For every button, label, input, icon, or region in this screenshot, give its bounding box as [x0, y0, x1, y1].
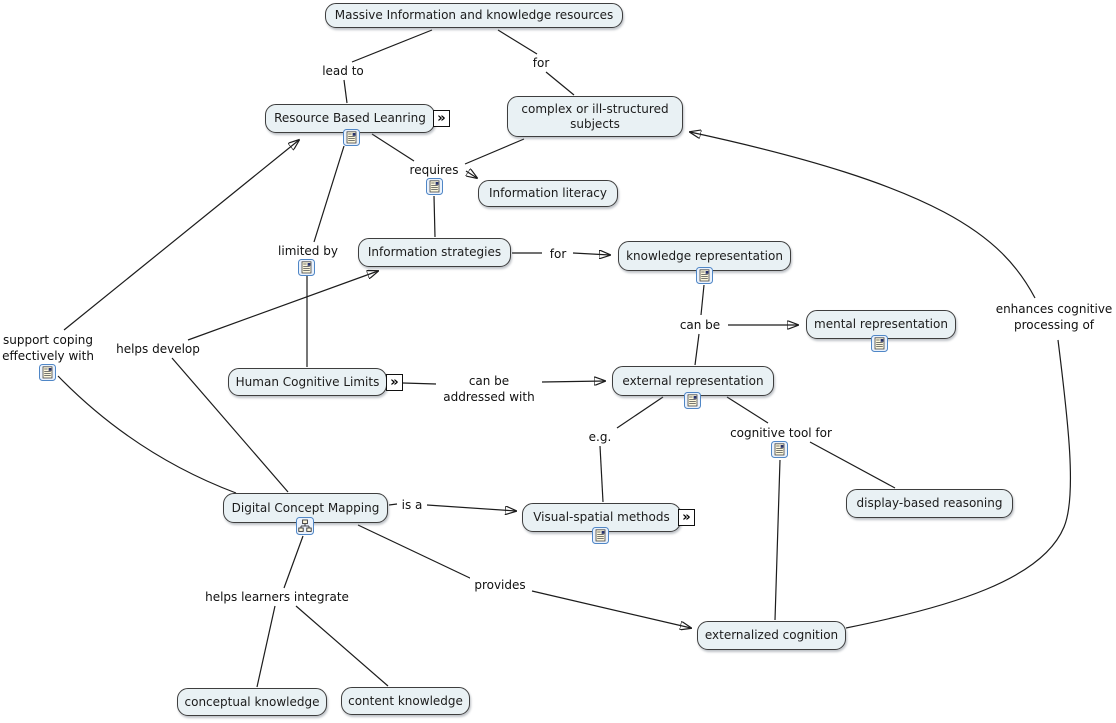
resource-icon-rbl[interactable]	[343, 129, 360, 146]
node-content-knowledge[interactable]: content knowledge	[341, 687, 470, 715]
edge-massive-to-for	[497, 29, 538, 55]
edge-dcm-to-helpslearners	[283, 535, 304, 589]
edge-provides-to-extcog	[531, 590, 691, 628]
edge-canbe-to-extrep	[694, 333, 700, 366]
link-label-for-top[interactable]: for	[527, 55, 555, 71]
link-label-limited-by[interactable]: limited by	[274, 243, 342, 259]
edge-isa-to-vsm	[426, 504, 516, 511]
link-label-is-a[interactable]: is a	[398, 497, 426, 513]
edge-rbl-to-requires	[371, 133, 415, 162]
edge-requires-to-infstrat	[433, 195, 436, 238]
node-massive-information[interactable]: Massive Information and knowledge resour…	[325, 3, 623, 28]
edge-extcog-to-enhances	[845, 339, 1072, 629]
node-conceptual-knowledge[interactable]: conceptual knowledge	[177, 688, 327, 716]
node-information-strategies[interactable]: Information strategies	[358, 238, 511, 267]
edge-cogtool-to-dbr	[809, 441, 896, 489]
edge-dcm-to-support	[57, 375, 237, 494]
node-mental-representation[interactable]: mental representation	[806, 310, 956, 339]
link-label-eg[interactable]: e.g.	[584, 429, 616, 445]
expand-icon-hcl[interactable]: »	[386, 374, 403, 391]
resource-icon-support[interactable]	[39, 364, 56, 381]
edge-helpslearners-to-contknow	[295, 605, 389, 687]
link-label-cognitive-tool[interactable]: cognitive tool for	[728, 425, 834, 441]
link-label-lead-to[interactable]: lead to	[314, 63, 372, 79]
edge-dcm-to-helpsdevelop	[171, 357, 289, 493]
link-label-requires[interactable]: requires	[404, 162, 464, 178]
resource-icon-requires[interactable]	[426, 178, 443, 195]
link-label-enhances[interactable]: enhances cognitive processing of	[990, 301, 1116, 333]
link-label-support-coping[interactable]: support coping effectively with	[0, 332, 96, 364]
edge-helpsdevelop-to-infstrat	[187, 271, 378, 341]
edge-eg-to-vsm	[599, 445, 604, 503]
link-label-can-be[interactable]: can be	[674, 317, 726, 333]
edge-massive-to-leadto	[351, 29, 433, 63]
link-label-helps-develop[interactable]: helps develop	[110, 341, 206, 357]
link-label-helps-learners[interactable]: helps learners integrate	[199, 589, 355, 605]
node-externalized-cognition[interactable]: externalized cognition	[697, 621, 846, 650]
edge-complex-to-requires	[464, 138, 525, 165]
edge-dcm-to-provides	[357, 524, 473, 580]
resource-icon-knowrep[interactable]	[696, 267, 713, 284]
edge-support-to-rbl	[63, 140, 299, 331]
edge-dcm-to-isa	[388, 503, 398, 506]
link-label-can-be-addressed[interactable]: can be addressed with	[438, 373, 540, 405]
resource-icon-limited-by[interactable]	[298, 259, 315, 276]
edge-requires-to-inflit	[466, 171, 477, 178]
expand-icon-vsm[interactable]: »	[678, 509, 695, 526]
edge-hcl-to-canbeaddressed	[402, 382, 437, 385]
edge-canbeaddressed-to-extrep	[541, 381, 605, 382]
edge-leadto-to-rbl	[343, 79, 348, 104]
node-information-literacy[interactable]: Information literacy	[478, 180, 618, 207]
node-human-cognitive-limits[interactable]: Human Cognitive Limits	[228, 368, 387, 396]
resource-icon-mentalrep[interactable]	[871, 335, 888, 352]
node-complex-subjects[interactable]: complex or ill-structured subjects	[507, 96, 683, 137]
link-label-provides[interactable]: provides	[470, 577, 530, 593]
edge-helpslearners-to-conknow	[256, 605, 276, 688]
resource-icon-extrep[interactable]	[684, 392, 701, 409]
edge-extrep-to-cogtool	[726, 396, 769, 424]
edge-for-to-knowrep	[572, 253, 610, 255]
edge-extrep-to-eg	[616, 396, 664, 429]
link-label-for-mid[interactable]: for	[544, 246, 572, 262]
concept-map-icon-dcm[interactable]	[296, 517, 314, 535]
resource-icon-vsm[interactable]	[592, 527, 609, 544]
edge-for-to-complex	[545, 71, 575, 96]
node-digital-concept-mapping[interactable]: Digital Concept Mapping	[223, 493, 388, 523]
node-external-representation[interactable]: external representation	[612, 366, 774, 396]
expand-icon-rbl[interactable]: »	[433, 110, 450, 127]
edge-enhances-to-complex	[690, 132, 1036, 299]
node-display-based-reasoning[interactable]: display-based reasoning	[846, 489, 1013, 518]
edge-knowrep-to-canbe	[700, 284, 705, 316]
edge-cogtool-to-extcog	[774, 459, 781, 621]
resource-icon-cognitive-tool[interactable]	[771, 441, 788, 458]
edge-rbl-to-limitedby	[313, 145, 345, 243]
